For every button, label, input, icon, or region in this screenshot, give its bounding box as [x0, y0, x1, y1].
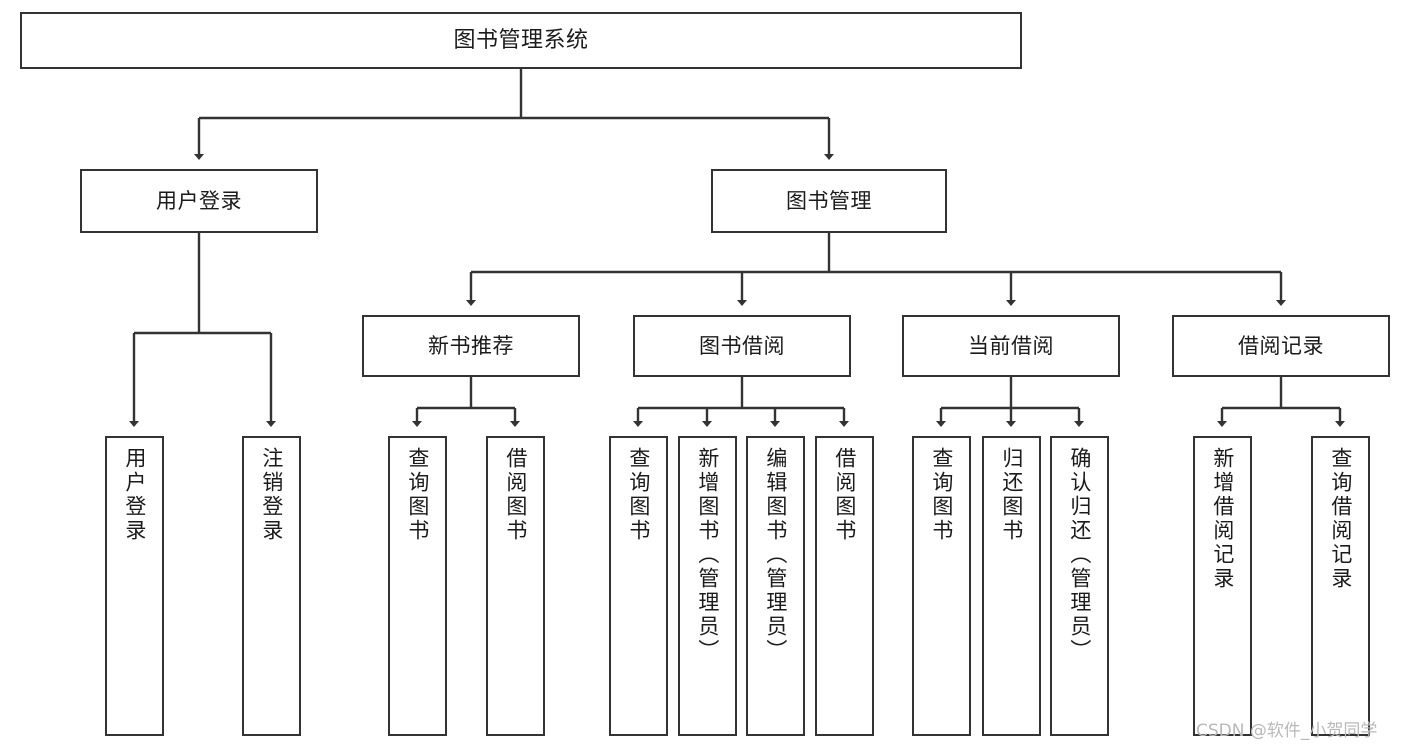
node-label: 图书借阅	[699, 333, 785, 358]
node-label: 查询借阅记录	[1328, 447, 1353, 591]
node-label: 借阅图书	[832, 447, 857, 543]
node-leaf-add-book-admin[interactable]: 新增图书（管理员）	[678, 436, 737, 736]
node-label: 查询图书	[929, 447, 954, 543]
node-label: 查询图书	[405, 447, 430, 543]
node-label: 新增借阅记录	[1210, 447, 1235, 591]
node-leaf-confirm-return-admin[interactable]: 确认归还（管理员）	[1050, 436, 1109, 736]
node-current-borrow[interactable]: 当前借阅	[902, 315, 1120, 377]
node-leaf-borrow-book-recommend[interactable]: 借阅图书	[486, 436, 545, 736]
node-label: 图书管理	[786, 188, 872, 213]
node-book-management[interactable]: 图书管理	[711, 169, 947, 233]
node-leaf-borrow-book[interactable]: 借阅图书	[815, 436, 874, 736]
node-label: 用户登录	[156, 188, 242, 213]
node-leaf-return-book[interactable]: 归还图书	[982, 436, 1041, 736]
node-label: 新增图书（管理员）	[695, 447, 720, 663]
node-borrow-record[interactable]: 借阅记录	[1172, 315, 1390, 377]
node-label: 确认归还（管理员）	[1067, 447, 1092, 663]
node-label: 当前借阅	[968, 333, 1054, 358]
node-label: 归还图书	[999, 447, 1024, 543]
node-label: 注销登录	[259, 447, 284, 543]
node-leaf-add-borrow-record[interactable]: 新增借阅记录	[1193, 436, 1252, 736]
csdn-watermark: CSDN @软件_小贺同学	[1196, 721, 1378, 741]
node-leaf-query-borrow-record[interactable]: 查询借阅记录	[1311, 436, 1370, 736]
node-leaf-edit-book-admin[interactable]: 编辑图书（管理员）	[746, 436, 805, 736]
node-new-book-recommend[interactable]: 新书推荐	[362, 315, 580, 377]
node-root-book-management-system[interactable]: 图书管理系统	[20, 12, 1022, 69]
node-leaf-logout[interactable]: 注销登录	[242, 436, 301, 736]
node-label: 查询图书	[626, 447, 651, 543]
node-label: 借阅图书	[503, 447, 528, 543]
node-leaf-query-book-current[interactable]: 查询图书	[912, 436, 971, 736]
node-label: 新书推荐	[428, 333, 514, 358]
node-leaf-query-book-recommend[interactable]: 查询图书	[388, 436, 447, 736]
node-user-login[interactable]: 用户登录	[80, 169, 318, 233]
node-leaf-query-book-borrow[interactable]: 查询图书	[609, 436, 668, 736]
node-label: 编辑图书（管理员）	[763, 447, 788, 663]
node-leaf-user-login[interactable]: 用户登录	[105, 436, 164, 736]
node-label: 用户登录	[122, 447, 147, 543]
node-book-borrow[interactable]: 图书借阅	[633, 315, 851, 377]
node-label: 图书管理系统	[453, 27, 589, 53]
node-label: 借阅记录	[1238, 333, 1324, 358]
